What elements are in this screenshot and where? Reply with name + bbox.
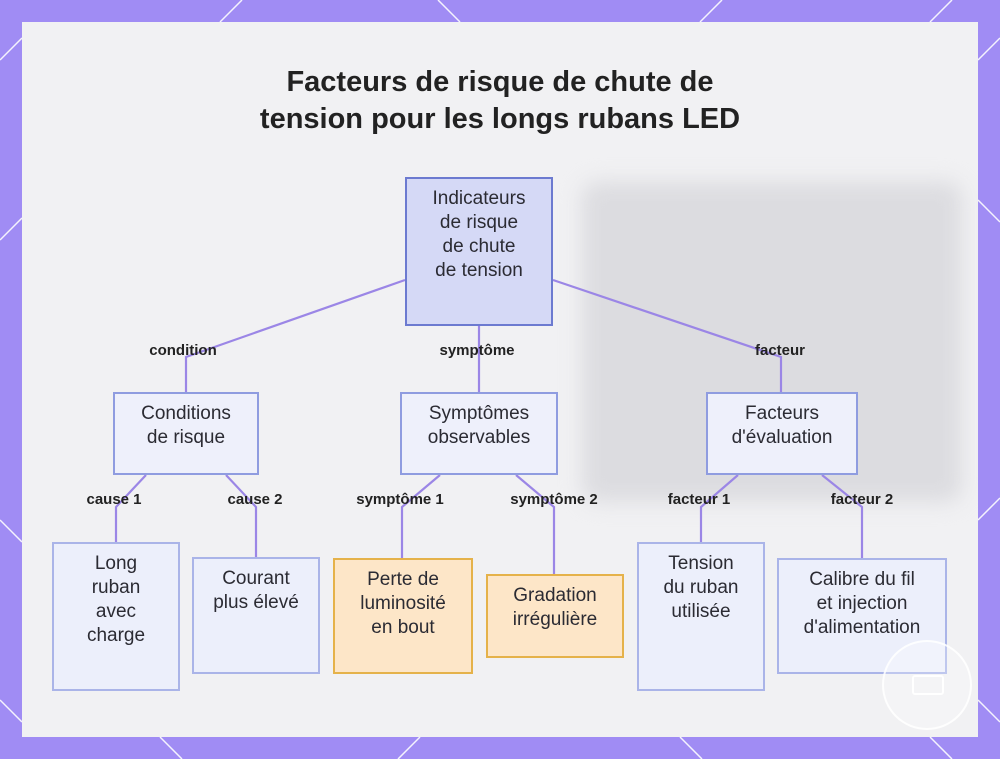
edge-label-factor: facteur (754, 342, 806, 359)
node-long-strip-load: Long ruban avec charge (52, 542, 180, 691)
watermark-mark-icon (912, 675, 944, 695)
node-uneven-gradation: Gradation irrégulière (486, 574, 624, 658)
edge-label-factor-2: facteur 2 (830, 491, 894, 508)
edge-conditions-current (225, 474, 258, 557)
edge-conditions-long-strip (114, 474, 147, 542)
edge-label-condition: condition (149, 342, 217, 359)
node-evaluation-factors: Facteurs d'évaluation (706, 392, 858, 475)
node-strip-voltage: Tension du ruban utilisée (637, 542, 765, 691)
edge-factors-gauge (821, 474, 864, 558)
edge-label-symptom-2: symptôme 2 (510, 491, 598, 508)
node-observable-symptoms: Symptômes observables (400, 392, 558, 475)
node-higher-current: Courant plus élevé (192, 557, 320, 674)
edge-factors-voltage (699, 474, 739, 542)
node-root-indicators: Indicateurs de risque de chute de tensio… (405, 177, 553, 326)
edge-label-cause-1: cause 1 (86, 491, 142, 508)
node-brightness-loss: Perte de luminosité en bout (333, 558, 473, 674)
title-line-1: Facteurs de risque de chute de (286, 66, 714, 98)
diagram-title: Facteurs de risque de chute de tension p… (0, 64, 1000, 138)
node-wire-gauge-injection: Calibre du fil et injection d'alimentati… (777, 558, 947, 674)
title-line-2: tension pour les longs rubans LED (259, 103, 741, 135)
edge-symptoms-gradation (515, 474, 556, 574)
edge-label-factor-1: facteur 1 (667, 491, 731, 508)
edge-label-symptom: symptôme (439, 342, 515, 359)
edge-label-cause-2: cause 2 (227, 491, 283, 508)
edge-symptoms-brightness (400, 474, 441, 558)
edge-root-factors (552, 278, 783, 392)
watermark-badge-icon (882, 640, 972, 730)
edge-label-symptom-1: symptôme 1 (356, 491, 444, 508)
edge-root-conditions (184, 278, 406, 392)
node-risk-conditions: Conditions de risque (113, 392, 259, 475)
